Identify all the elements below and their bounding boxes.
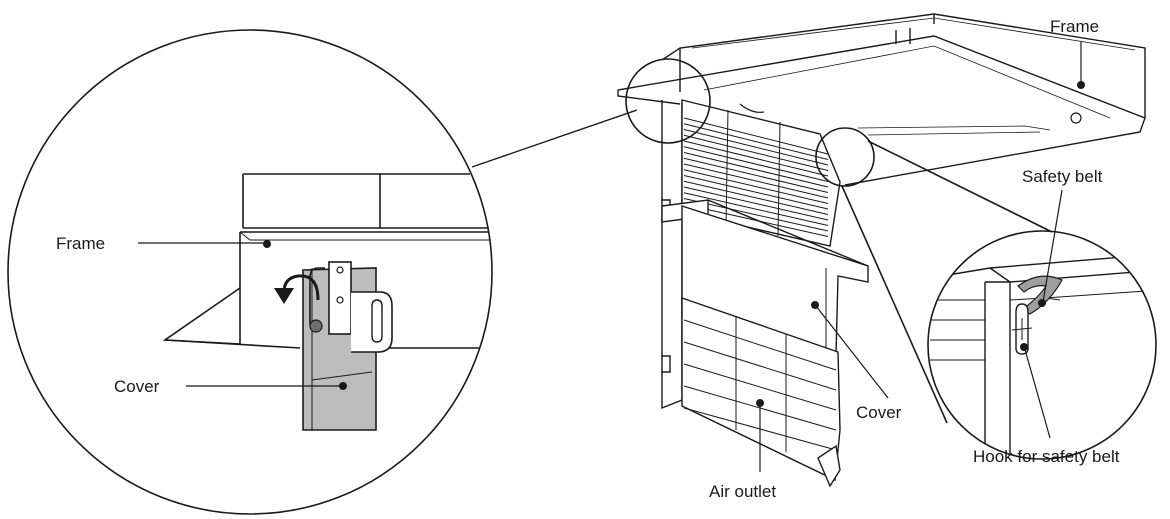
hook-bracket-detail (309, 261, 393, 353)
source-circle-left (625, 58, 711, 144)
label-air-outlet: Air outlet (709, 482, 776, 501)
frame-detail (162, 231, 490, 349)
callout-air-outlet: Air outlet (709, 399, 776, 501)
callout-safety-belt: Safety belt (1022, 167, 1103, 307)
label-cover-detail: Cover (114, 377, 160, 396)
callout-frame-detail: Frame (56, 234, 271, 253)
label-frame-main: Frame (1050, 17, 1099, 36)
air-outlet-louvers (681, 297, 841, 488)
right-detail-view (927, 230, 1157, 460)
curved-arrow-icon (274, 274, 320, 304)
label-cover-main: Cover (856, 403, 902, 422)
main-unit (617, 13, 1146, 488)
frame-main (617, 35, 1146, 186)
source-circle-right (815, 127, 875, 187)
label-safety-belt: Safety belt (1022, 167, 1103, 186)
hinge-post (661, 100, 683, 410)
callout-cover-main: Cover (811, 301, 902, 422)
unit-housing (661, 13, 1146, 118)
callout-hook-safety-belt: Hook for safety belt (973, 343, 1120, 466)
left-detail-view: Frame Cover (7, 29, 493, 515)
unit-body-detail (242, 173, 490, 229)
label-frame-detail: Frame (56, 234, 105, 253)
right-magnifier-circle (927, 230, 1157, 460)
label-hook-safety-belt: Hook for safety belt (973, 447, 1120, 466)
left-magnifier-circle (7, 29, 493, 515)
callout-frame-main: Frame (1050, 17, 1099, 89)
hook-detail (1011, 303, 1033, 355)
callout-cover-detail: Cover (114, 377, 347, 396)
magnifier-connector-left (471, 109, 638, 168)
magnifier-connector-right-bottom (841, 185, 948, 424)
magnifier-connector-right-top (867, 140, 1053, 233)
